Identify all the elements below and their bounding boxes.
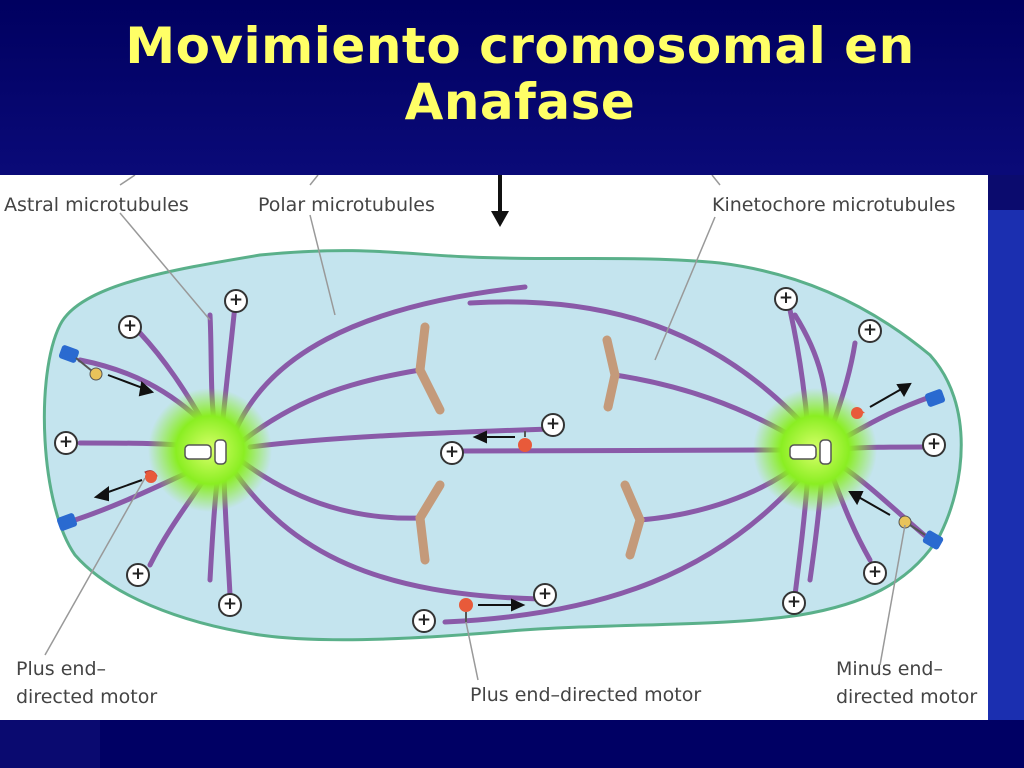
anaphase-figure: + + + + + + + + + + + + + + Astral microtubules Polar… <box>0 175 988 720</box>
label-plus-motor-center: Plus end–directed motor <box>470 684 702 706</box>
plus-end-marker: + <box>224 289 248 313</box>
plus-end-marker: + <box>541 413 565 437</box>
slide-right-strip <box>988 210 1024 720</box>
slide-title-line1: Movimiento cromosomal en <box>125 17 915 75</box>
motors-right <box>851 389 946 550</box>
label-kinetochore-microtubules: Kinetochore microtubules <box>712 194 956 216</box>
slide-header-background <box>0 0 1024 175</box>
plus-end-marker: + <box>218 593 242 617</box>
polar-mt-7 <box>227 462 543 602</box>
chromosome-right-bottom <box>620 480 645 560</box>
label-minus-motor-line1: Minus end– <box>836 658 943 680</box>
label-astral-microtubules: Astral microtubules <box>4 194 189 216</box>
polar-mt-4 <box>247 426 553 450</box>
chromosome-left-top <box>415 322 445 415</box>
plus-end-marker: + <box>782 591 806 615</box>
plus-end-marker: + <box>533 583 557 607</box>
slide-left-strip <box>0 720 100 768</box>
plus-end-marker: + <box>863 561 887 585</box>
label-plus-motor-left-line1: Plus end– <box>16 658 107 680</box>
pointer-arrow <box>491 175 509 227</box>
label-minus-motor-line2: directed motor <box>836 686 978 708</box>
chromosomes <box>415 322 645 565</box>
chromosome-right-top <box>602 335 620 412</box>
movement-arrows <box>93 374 912 612</box>
plus-end-marker: + <box>922 433 946 457</box>
plus-end-marker: + <box>858 319 882 343</box>
polar-mt-8 <box>442 464 813 625</box>
chromosome-left-bottom <box>415 480 445 565</box>
plus-end-marker: + <box>54 431 78 455</box>
slide-footer-background <box>0 720 1024 768</box>
plus-end-marker: + <box>774 287 798 311</box>
label-plus-motor-left-line2: directed motor <box>16 686 158 708</box>
label-polar-microtubules: Polar microtubules <box>258 194 435 216</box>
motors-left <box>56 345 158 531</box>
plus-end-marker: + <box>118 315 142 339</box>
plus-end-marker: + <box>126 563 150 587</box>
motors-center <box>459 431 532 622</box>
cell-membrane <box>42 249 963 642</box>
centriole-right <box>789 439 832 465</box>
centriole-left <box>184 439 227 465</box>
plus-end-marker: + <box>440 441 464 465</box>
anaphase-diagram <box>42 175 963 681</box>
plus-end-marker: + <box>412 609 436 633</box>
slide-title-line2: Anafase <box>404 73 636 131</box>
label-leaders <box>44 175 906 681</box>
slide-title: Movimiento cromosomal en Anafase <box>40 18 1000 130</box>
